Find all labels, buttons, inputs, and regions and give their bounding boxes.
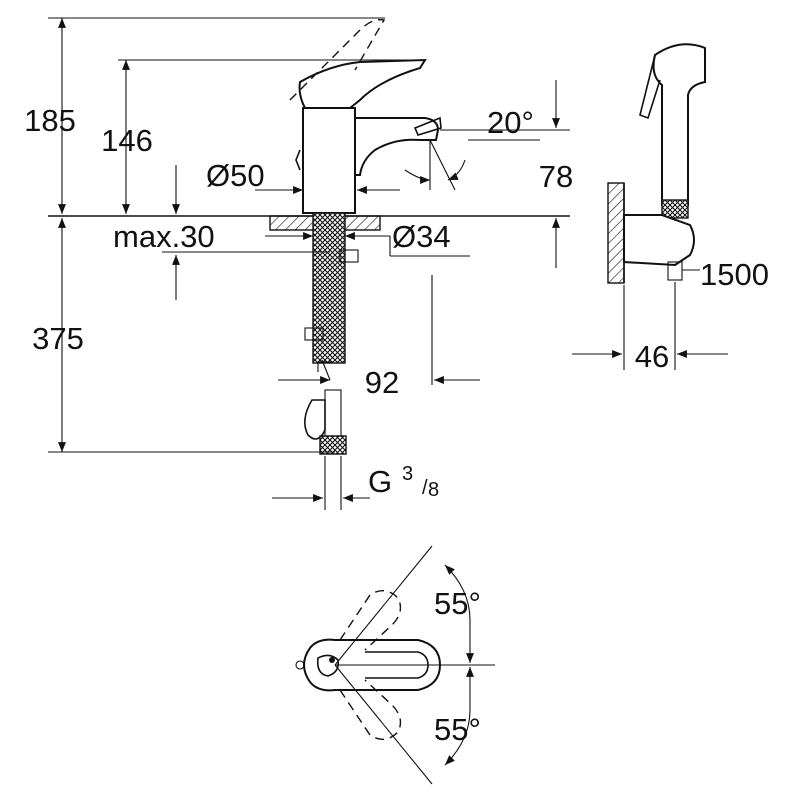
- label-max-thickness: max.30: [113, 219, 215, 254]
- top-lever-right: [339, 679, 402, 740]
- thread-connector: [319, 435, 347, 455]
- label-lever-height: 146: [101, 123, 153, 158]
- top-lever-left: [339, 590, 402, 651]
- wall-section: [607, 182, 625, 284]
- lever-open-position: [289, 19, 386, 101]
- label-base-diameter: Ø50: [206, 158, 265, 193]
- aerator: [413, 116, 442, 136]
- label-thread-main: G: [368, 464, 392, 499]
- hand-shower-view: [572, 43, 728, 370]
- faucet-top-view: [295, 545, 495, 785]
- label-total-height: 185: [24, 103, 76, 138]
- label-spout-height: 78: [539, 159, 573, 194]
- label-hose-length: 1500: [700, 257, 769, 292]
- wall-holder: [623, 214, 695, 267]
- label-thread-den: 8: [428, 479, 439, 501]
- side-knob: [295, 149, 301, 171]
- thread-slash: /: [422, 477, 428, 499]
- label-holder-depth: 46: [635, 339, 669, 374]
- faucet-side-view: [48, 17, 570, 510]
- label-hole-diameter: Ø34: [392, 219, 451, 254]
- faucet-body: [302, 107, 356, 214]
- shower-head: [652, 43, 706, 206]
- hose-fitting: [324, 389, 342, 437]
- shower-grip: [661, 199, 689, 219]
- label-thread-num: 3: [402, 463, 413, 485]
- shank: [312, 212, 346, 364]
- faucet-spout: [354, 117, 440, 176]
- faucet-lever: [298, 58, 427, 109]
- label-rotation-up: 55°: [434, 586, 481, 621]
- label-rotation-down: 55°: [434, 712, 481, 747]
- label-spout-angle: 20°: [487, 105, 534, 140]
- hose-connector: [667, 261, 683, 281]
- check-valve: [304, 399, 326, 440]
- label-below-deck: 375: [32, 321, 84, 356]
- label-spout-reach: 92: [365, 365, 399, 400]
